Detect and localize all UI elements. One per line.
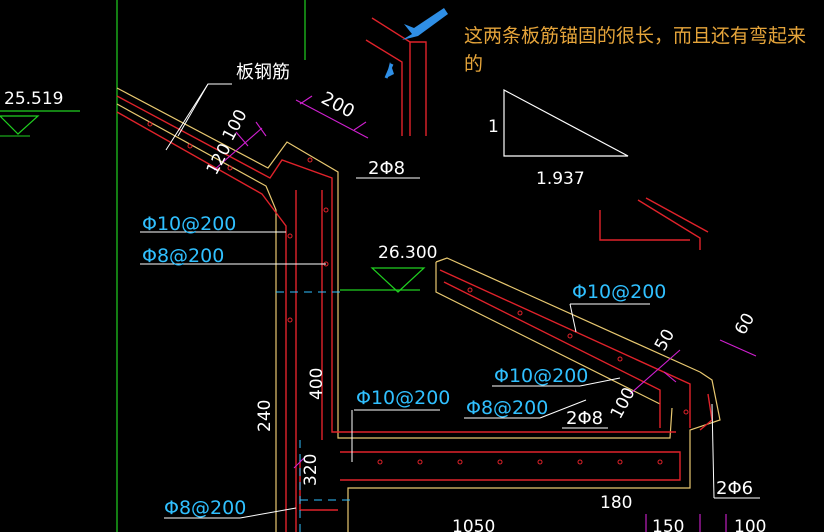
leader-lines [140,83,760,519]
rebar-2phi6-text: 2Φ6 [716,478,753,499]
dim-180-text: 180 [600,493,632,513]
dim-1050-text: 1050 [452,517,495,532]
elevation-left-text: 25.519 [4,89,63,109]
elevation-marker-left: 25.519 [0,89,63,137]
rebar-phi10-slope-text: Φ10@200 [572,281,666,303]
dimension-lines [213,95,757,532]
rebar-dots [147,121,689,465]
construction-lines [276,291,350,532]
dim-200-text: 200 [318,88,358,123]
rebar-phi10-left-text: Φ10@200 [142,213,236,235]
dim-100-text: 100 [219,106,252,144]
rebar-2phi8-mid-text: 2Φ8 [566,408,603,429]
rebar-spec-labels: Φ10@200 Φ8@200 Φ10@200 Φ10@200 Φ10@200 Φ… [142,213,666,519]
slab-rebar-label: 板钢筋 [236,62,290,83]
dim-120-text: 120 [203,140,236,178]
rebar-lines [116,17,713,532]
elevation-mid-text: 26.300 [378,243,437,263]
rebar-phi10-mid-text: Φ10@200 [494,365,588,387]
rebar-phi10-ledge-text: Φ10@200 [356,387,450,409]
rebar-phi8-bottom-text: Φ8@200 [164,497,246,519]
dim-320-text: 320 [301,454,321,486]
dim-400-text: 400 [307,368,327,400]
arrow-pointer-small-icon [384,62,394,79]
dim-150-text: 150 [652,517,684,532]
dim-50-text: 50 [651,326,679,355]
annotation-note: 这两条板筋锚固的很长，而且还有弯起来的 [464,25,807,75]
rebar-phi8-mid-text: Φ8@200 [466,397,548,419]
rebar-2phi8-top-text: 2Φ8 [368,158,405,179]
slope-triangle: 1 1.937 [488,89,629,189]
white-labels: 板钢筋 200 100 120 50 60 100 400 240 320 18… [203,62,767,532]
dim-bottom-right-text: 100 [734,517,766,532]
slope-run-text: 1.937 [536,169,585,189]
elevation-marker-mid: 26.300 [370,243,437,293]
dim-60-text: 60 [731,310,759,339]
dim-240-text: 240 [255,400,275,432]
arrow-pointer-icon [402,8,448,40]
slope-rise-text: 1 [488,117,499,137]
rebar-phi8-left-text: Φ8@200 [142,245,224,267]
concrete-outline [116,87,721,532]
